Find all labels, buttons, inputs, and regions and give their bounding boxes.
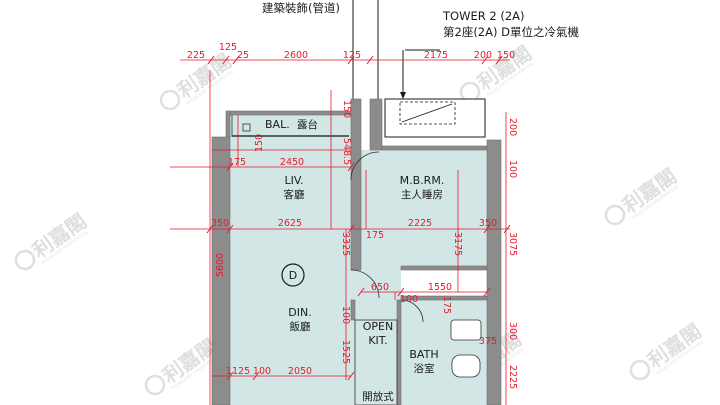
ac-unit-box	[399, 101, 456, 125]
pipe-duct-note: 建築裝飾(管道)	[262, 1, 340, 15]
toilet-icon	[451, 354, 481, 378]
floor-area	[230, 115, 487, 405]
watermark-logo-icon	[144, 374, 166, 396]
living-room-label: LIV.	[285, 174, 304, 187]
open-kitchen-label: OPEN	[363, 320, 393, 333]
tower-label: TOWER 2 (2A)	[442, 9, 525, 23]
door-swing-icon	[350, 151, 380, 181]
dim-top-225: 225	[187, 50, 205, 61]
wall-right-outer	[486, 139, 502, 405]
dim-175-mid: 175	[366, 230, 384, 241]
dim-top-125b: 125	[343, 50, 361, 61]
dim-right-200: 200	[507, 118, 518, 136]
dim-top-2600: 2600	[284, 50, 308, 61]
wall-balcony-top	[229, 110, 352, 116]
dim-right-2225: 2225	[507, 365, 518, 389]
dim-right-300: 300	[507, 322, 518, 340]
dim-2225: 2225	[408, 218, 432, 229]
dim-3175: 3175	[452, 232, 463, 256]
ac-platform	[384, 98, 486, 138]
dim-650: 650	[371, 282, 389, 293]
master-bedroom-label-zh: 主人睡房	[401, 188, 443, 201]
pointer-arrow-icon	[400, 92, 406, 99]
dim-150-vertical: 150	[341, 100, 352, 118]
watermark: 利嘉閣 RICACORP PROPERTIES	[604, 164, 681, 226]
dim-top-125: 125	[219, 42, 237, 53]
dim-1125: 1125	[226, 366, 250, 377]
dim-150-left: 150	[254, 134, 265, 152]
dim-right-375: 375	[479, 336, 497, 347]
dim-right-3075: 3075	[507, 232, 518, 256]
bathroom-label-zh: 浴室	[414, 362, 435, 375]
dim-top-150: 150	[497, 50, 515, 61]
master-bedroom-label: M.B.RM.	[400, 174, 445, 187]
dim-1550: 1550	[428, 282, 452, 293]
watermark: 利嘉閣 RICACORP PROPERTIES	[629, 319, 706, 381]
wall-bath-top	[400, 295, 488, 301]
bathroom-label: BATH	[409, 348, 438, 361]
dimension-lines	[170, 59, 510, 405]
dim-100-kit: 100	[400, 294, 418, 305]
dining-room-label: DIN.	[288, 306, 311, 319]
dim-350-left: 350	[211, 218, 229, 229]
wall-stub	[350, 299, 356, 321]
walls	[211, 98, 502, 405]
open-kitchen-label-zh: 開放式	[362, 390, 394, 403]
dimension-ticks	[206, 55, 511, 381]
living-room-label-zh: 客廳	[284, 188, 305, 201]
watermark-logo-icon	[159, 89, 181, 111]
dim-right-100: 100	[507, 160, 518, 178]
wall-core-mid	[350, 98, 362, 271]
dim-175: 175	[228, 157, 246, 168]
open-kitchen-label-2: KIT.	[368, 334, 387, 347]
dim-top-2175: 2175	[424, 50, 448, 61]
dim-548-5: 548.5	[341, 138, 352, 165]
dim-2450: 2450	[280, 157, 304, 168]
dim-3325: 3325	[340, 232, 351, 256]
watermark: 利嘉閣 RICACORP PROPERTIES	[14, 209, 91, 271]
dim-1525: 1525	[340, 340, 351, 364]
wall-kitchen-right	[396, 299, 402, 405]
ac-unit-diagonal	[401, 103, 453, 123]
dim-350-right: 350	[479, 218, 497, 229]
ac-unit-note: 第2座(2A) D單位之冷氣機	[443, 25, 579, 39]
unit-badge-icon	[281, 263, 305, 287]
dim-5600: 5600	[215, 253, 226, 277]
unit-badge: D	[289, 269, 297, 282]
dim-2625: 2625	[278, 218, 302, 229]
watermark-logo-icon	[629, 359, 651, 381]
dining-room-label-zh: 飯廳	[290, 320, 311, 333]
wall-bedroom-top	[381, 145, 488, 151]
door-swing-icon	[400, 299, 424, 323]
wall-balcony-left	[225, 110, 231, 138]
dim-100-vertical: 100	[340, 306, 351, 324]
balcony-label: BAL.	[265, 118, 290, 131]
watermark-logo-icon	[604, 204, 626, 226]
kitchen-counter	[354, 319, 398, 405]
wall-bedroom-bottom	[400, 265, 488, 271]
watermark-logo-icon	[14, 249, 36, 271]
wall-core-side	[369, 98, 383, 151]
dim-100-bottom: 100	[253, 366, 271, 377]
door-swing-icon	[350, 269, 380, 299]
wash-basin-icon	[450, 319, 482, 341]
dim-2050: 2050	[288, 366, 312, 377]
balcony-post-icon	[242, 123, 251, 132]
dim-175-kit: 175	[441, 296, 452, 314]
balcony-label-zh: 露台	[297, 118, 318, 131]
wall-left-outer	[211, 136, 231, 405]
dim-top-25: 25	[237, 50, 249, 61]
dim-top-200: 200	[474, 50, 492, 61]
